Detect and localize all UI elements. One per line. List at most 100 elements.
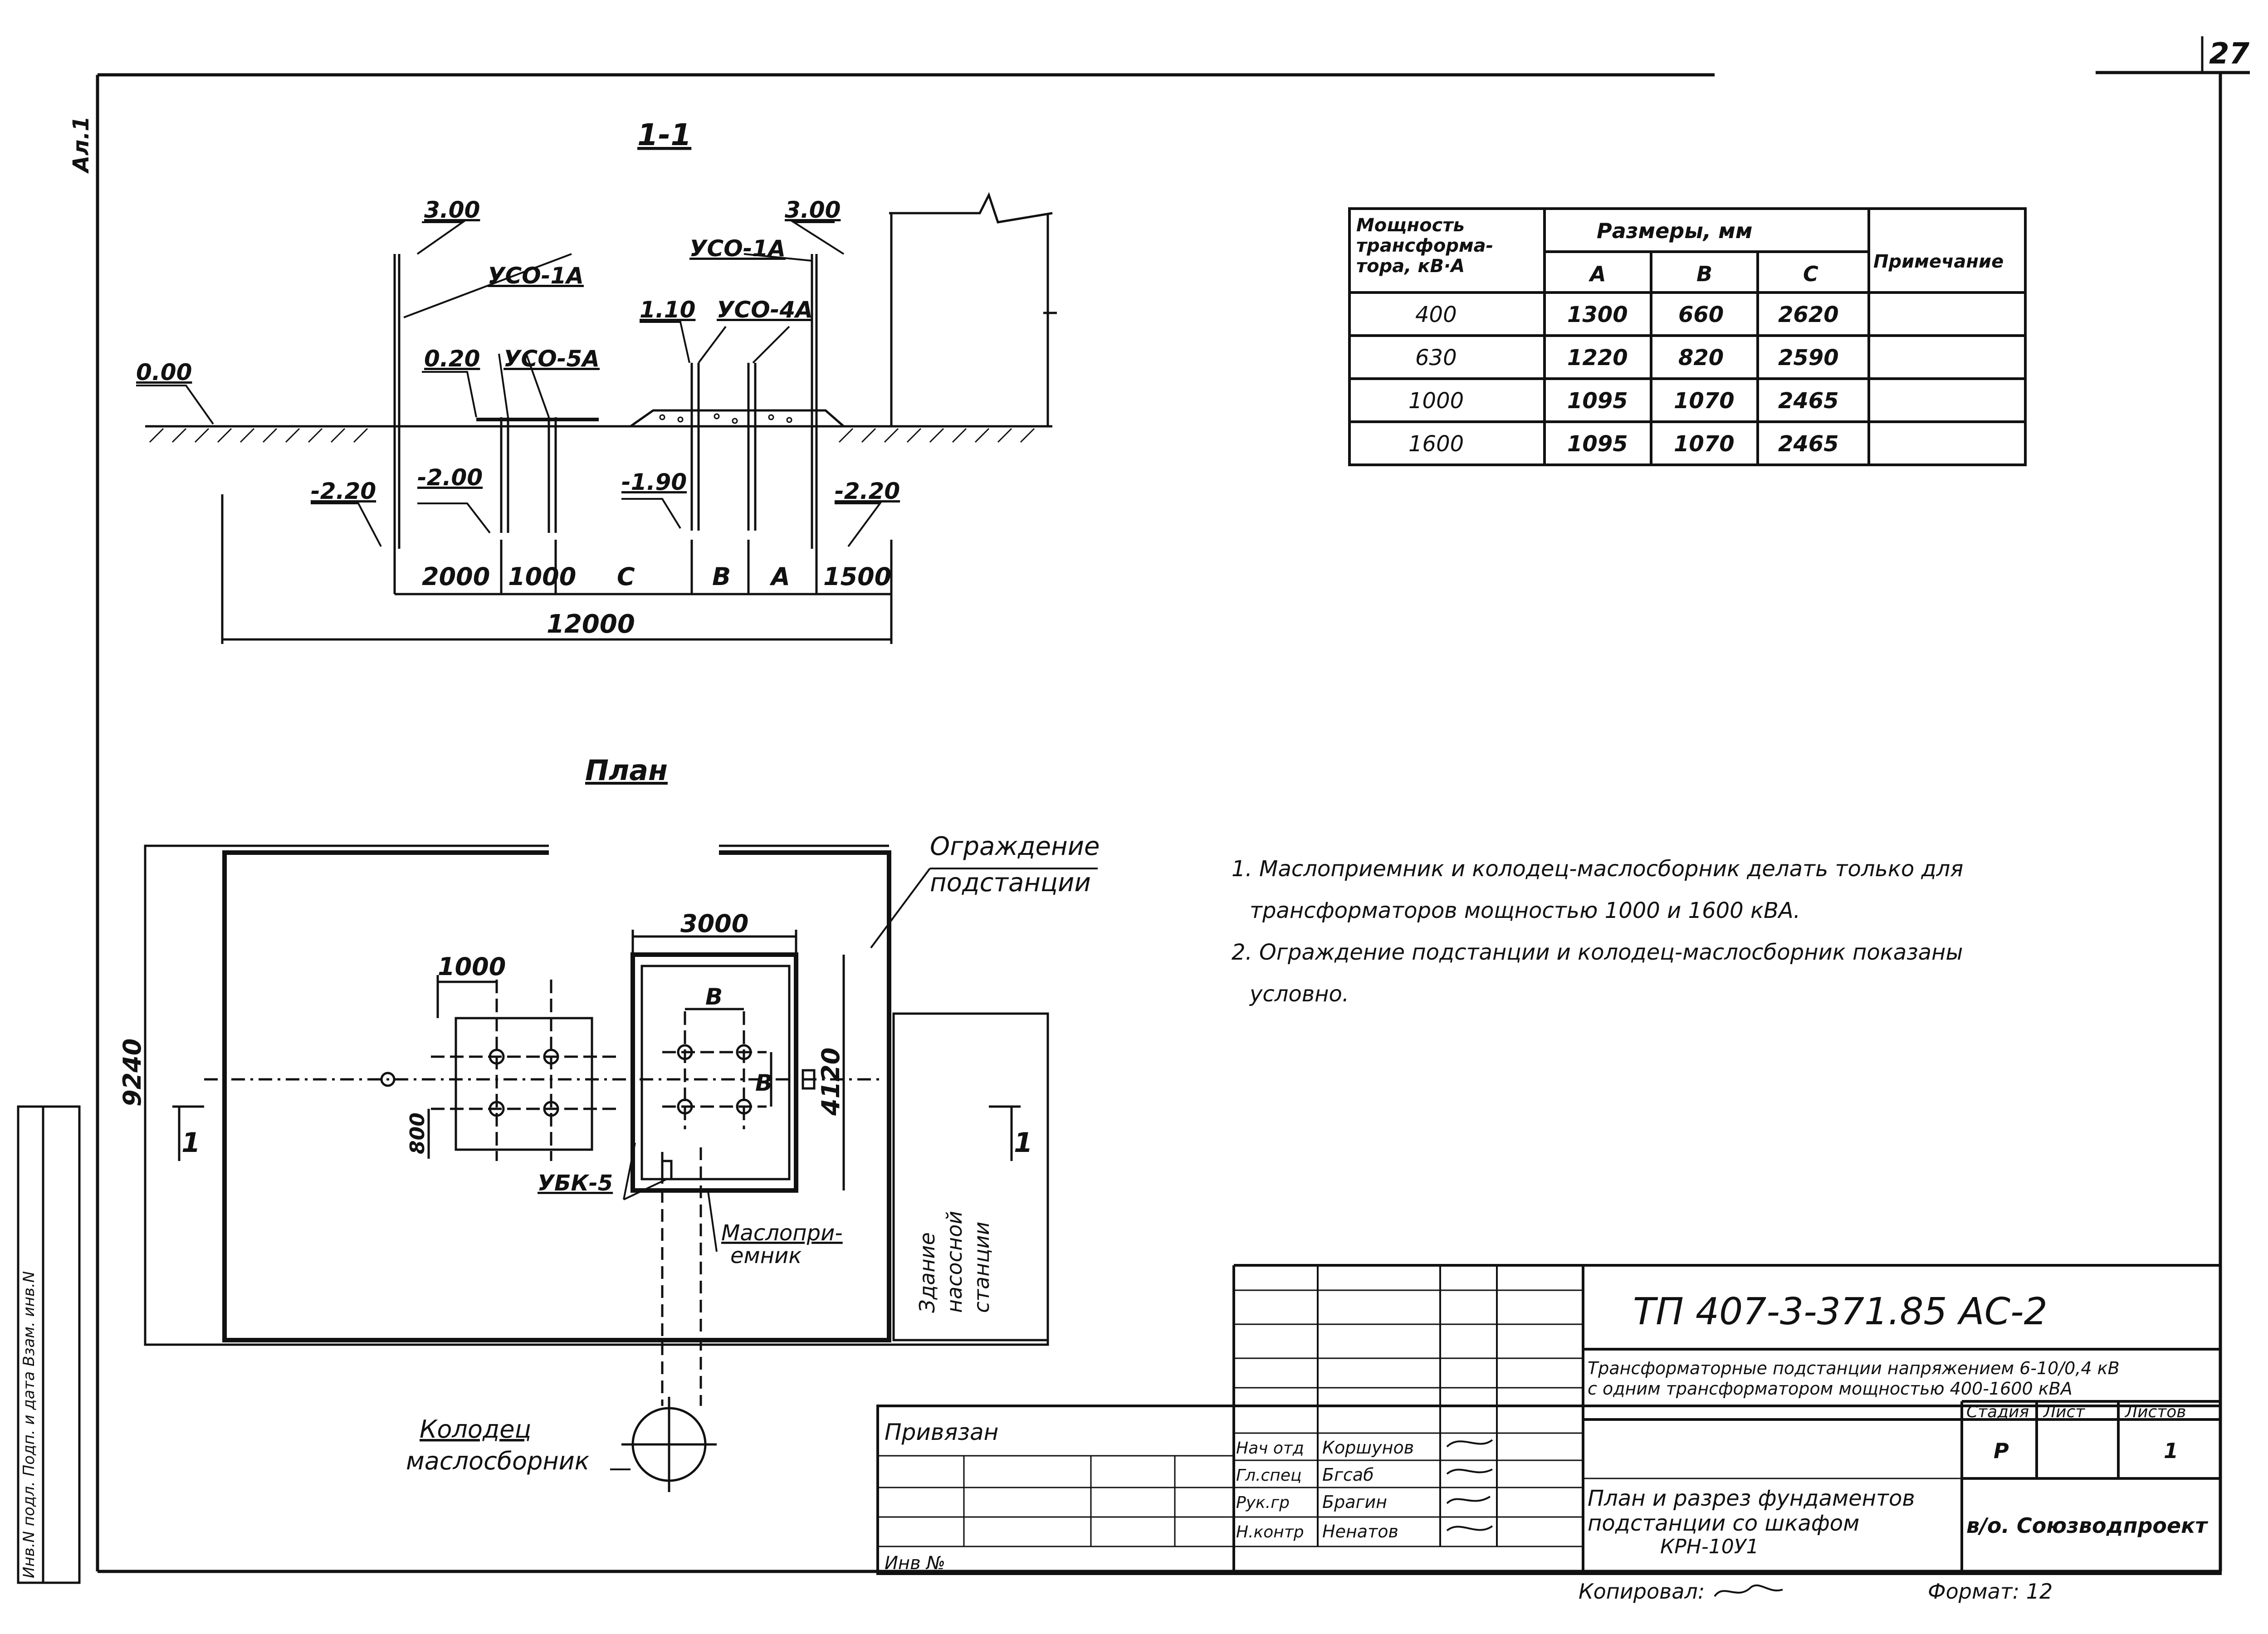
table-cell: 630 bbox=[1415, 345, 1457, 371]
table-cell: 2465 bbox=[1778, 431, 1839, 457]
sheet-header: Лист bbox=[2043, 1403, 2085, 1421]
dimension: С bbox=[617, 562, 635, 591]
sheet-label: Ал.1 bbox=[68, 116, 94, 174]
level-mark: -2.20 bbox=[311, 478, 376, 504]
side-stamp bbox=[17, 1105, 81, 1584]
table-cell: 1095 bbox=[1567, 388, 1628, 414]
organization: в/о. Союзводпроект bbox=[1966, 1513, 2208, 1538]
element-label: УСО-1А bbox=[689, 235, 786, 262]
dimension: 1000 bbox=[508, 562, 576, 591]
project-description: Трансформаторные подстанции напряжением … bbox=[1588, 1358, 2120, 1378]
drawing-title: План и разрез фундаментов bbox=[1588, 1486, 1915, 1511]
table-cell: 1300 bbox=[1567, 302, 1628, 327]
level-mark: 3.00 bbox=[785, 197, 841, 223]
plan-drawing bbox=[144, 844, 1098, 1492]
dimension: А bbox=[769, 562, 790, 591]
plan-title: План bbox=[585, 754, 668, 787]
document-code: ТП 407-3-371.85 АС-2 bbox=[1633, 1290, 2048, 1333]
table-cell: 1600 bbox=[1408, 431, 1464, 457]
dimension: 2000 bbox=[422, 562, 490, 591]
general-notes: 1. Маслоприемник и колодец-маслосборник … bbox=[1232, 848, 2121, 1015]
dimension: 12000 bbox=[547, 610, 635, 639]
stage-header: Стадия bbox=[1966, 1403, 2029, 1421]
dimension: В bbox=[712, 562, 731, 591]
copied-label: Копировал: bbox=[1579, 1579, 1705, 1604]
table-cell: 820 bbox=[1678, 345, 1724, 371]
plan-labels: 3000 1000 9240 800 4120 В В 1 1 УБК-5 Ог… bbox=[118, 832, 1100, 1475]
level-mark: 0.00 bbox=[136, 359, 192, 385]
dimension: В bbox=[755, 1070, 772, 1096]
level-mark: -1.90 bbox=[621, 469, 687, 495]
oil-receiver-label: емник bbox=[730, 1243, 802, 1268]
side-stamp-text: Инв.N подл. Подп. и дата Взам. инв.N bbox=[20, 1271, 38, 1578]
table-cell: 2620 bbox=[1778, 302, 1839, 327]
person-name: Ненатов bbox=[1322, 1522, 1398, 1541]
table-header-power: Мощность bbox=[1356, 215, 1465, 236]
table-cell: 1070 bbox=[1674, 388, 1735, 414]
tied-label: Привязан bbox=[885, 1419, 998, 1445]
note-line: 1. Маслоприемник и колодец-маслосборник … bbox=[1232, 856, 1964, 882]
table-cell: 1070 bbox=[1674, 431, 1735, 457]
dimension: 1500 bbox=[823, 562, 891, 591]
section-title: 1-1 bbox=[637, 117, 691, 152]
note-line: трансформаторов мощностью 1000 и 1600 кВ… bbox=[1250, 898, 1800, 923]
table-cell: 2465 bbox=[1778, 388, 1839, 414]
copier-signature bbox=[1714, 1584, 1783, 1597]
element-label: УСО-1А bbox=[488, 263, 584, 289]
level-mark: 3.00 bbox=[424, 197, 480, 223]
element-label: УСО-5А bbox=[503, 346, 600, 372]
section-mark: 1 bbox=[1014, 1127, 1033, 1159]
table-cell: 2590 bbox=[1778, 345, 1839, 371]
role: Н.контр bbox=[1236, 1523, 1304, 1541]
section-marks: 3.00 3.00 0.00 0.20 1.10 -2.20 -2.00 -1.… bbox=[136, 197, 900, 639]
drawing-title: подстанции со шкафом bbox=[1588, 1511, 1859, 1536]
person-name: Коршунов bbox=[1322, 1438, 1414, 1458]
level-mark: -2.20 bbox=[835, 478, 900, 504]
level-mark: 0.20 bbox=[424, 346, 480, 372]
table-header-b: В bbox=[1696, 262, 1712, 286]
title-block-text: ТП 407-3-371.85 АС-2 Трансформаторные по… bbox=[885, 1290, 2208, 1604]
dimensions-table bbox=[1348, 207, 2027, 466]
role: Рук.гр bbox=[1236, 1493, 1290, 1512]
well-label: Колодец bbox=[420, 1415, 531, 1444]
pump-station-label: Здание bbox=[915, 1232, 939, 1313]
dimension: 1000 bbox=[438, 952, 506, 981]
stage-value: Р bbox=[1994, 1439, 2009, 1463]
format-label: Формат: 12 bbox=[1928, 1579, 2053, 1604]
well-label: маслосборник bbox=[406, 1447, 590, 1475]
pump-station-label: насосной bbox=[942, 1211, 967, 1313]
sheet-number: 27 bbox=[2209, 37, 2250, 71]
fence-label: подстанции bbox=[930, 868, 1091, 897]
block-label: УБК-5 bbox=[538, 1171, 613, 1196]
note-line: условно. bbox=[1250, 981, 1349, 1007]
project-description: с одним трансформатором мощностью 400-16… bbox=[1588, 1379, 2072, 1399]
pump-station-label: станции bbox=[969, 1222, 994, 1313]
dimension: 9240 bbox=[118, 1039, 147, 1107]
table-header-power: трансформа- bbox=[1356, 235, 1493, 256]
table-header-note: Примечание bbox=[1873, 251, 2004, 272]
table-header-power: тора, кВ·А bbox=[1356, 256, 1465, 277]
level-mark: -2.00 bbox=[417, 464, 483, 491]
table-cell: 1220 bbox=[1567, 345, 1628, 371]
sheet-frame bbox=[96, 36, 2250, 1573]
table-text: Мощность трансформа- тора, кВ·А Размеры,… bbox=[1356, 215, 2004, 457]
dimension: В bbox=[705, 984, 723, 1010]
sheets-header: Листов bbox=[2124, 1403, 2186, 1421]
drawing-title: КРН-10У1 bbox=[1660, 1535, 1759, 1558]
level-mark: 1.10 bbox=[640, 297, 695, 323]
fence-label: Ограждение bbox=[930, 832, 1100, 861]
signatures bbox=[1446, 1439, 1493, 1532]
note-line: 2. Ограждение подстанции и колодец-масло… bbox=[1232, 940, 1963, 965]
table-cell: 1000 bbox=[1408, 388, 1464, 414]
person-name: Бгсаб bbox=[1322, 1465, 1374, 1485]
table-header-c: С bbox=[1803, 262, 1818, 286]
element-label: УСО-4А bbox=[717, 297, 813, 323]
person-name: Брагин bbox=[1322, 1492, 1387, 1512]
role: Нач отд bbox=[1236, 1439, 1304, 1458]
inventory-label: Инв № bbox=[885, 1553, 945, 1574]
table-cell: 1095 bbox=[1567, 431, 1628, 457]
section-mark: 1 bbox=[181, 1127, 200, 1159]
role: Гл.спец bbox=[1236, 1466, 1302, 1485]
table-cell: 660 bbox=[1678, 302, 1724, 327]
